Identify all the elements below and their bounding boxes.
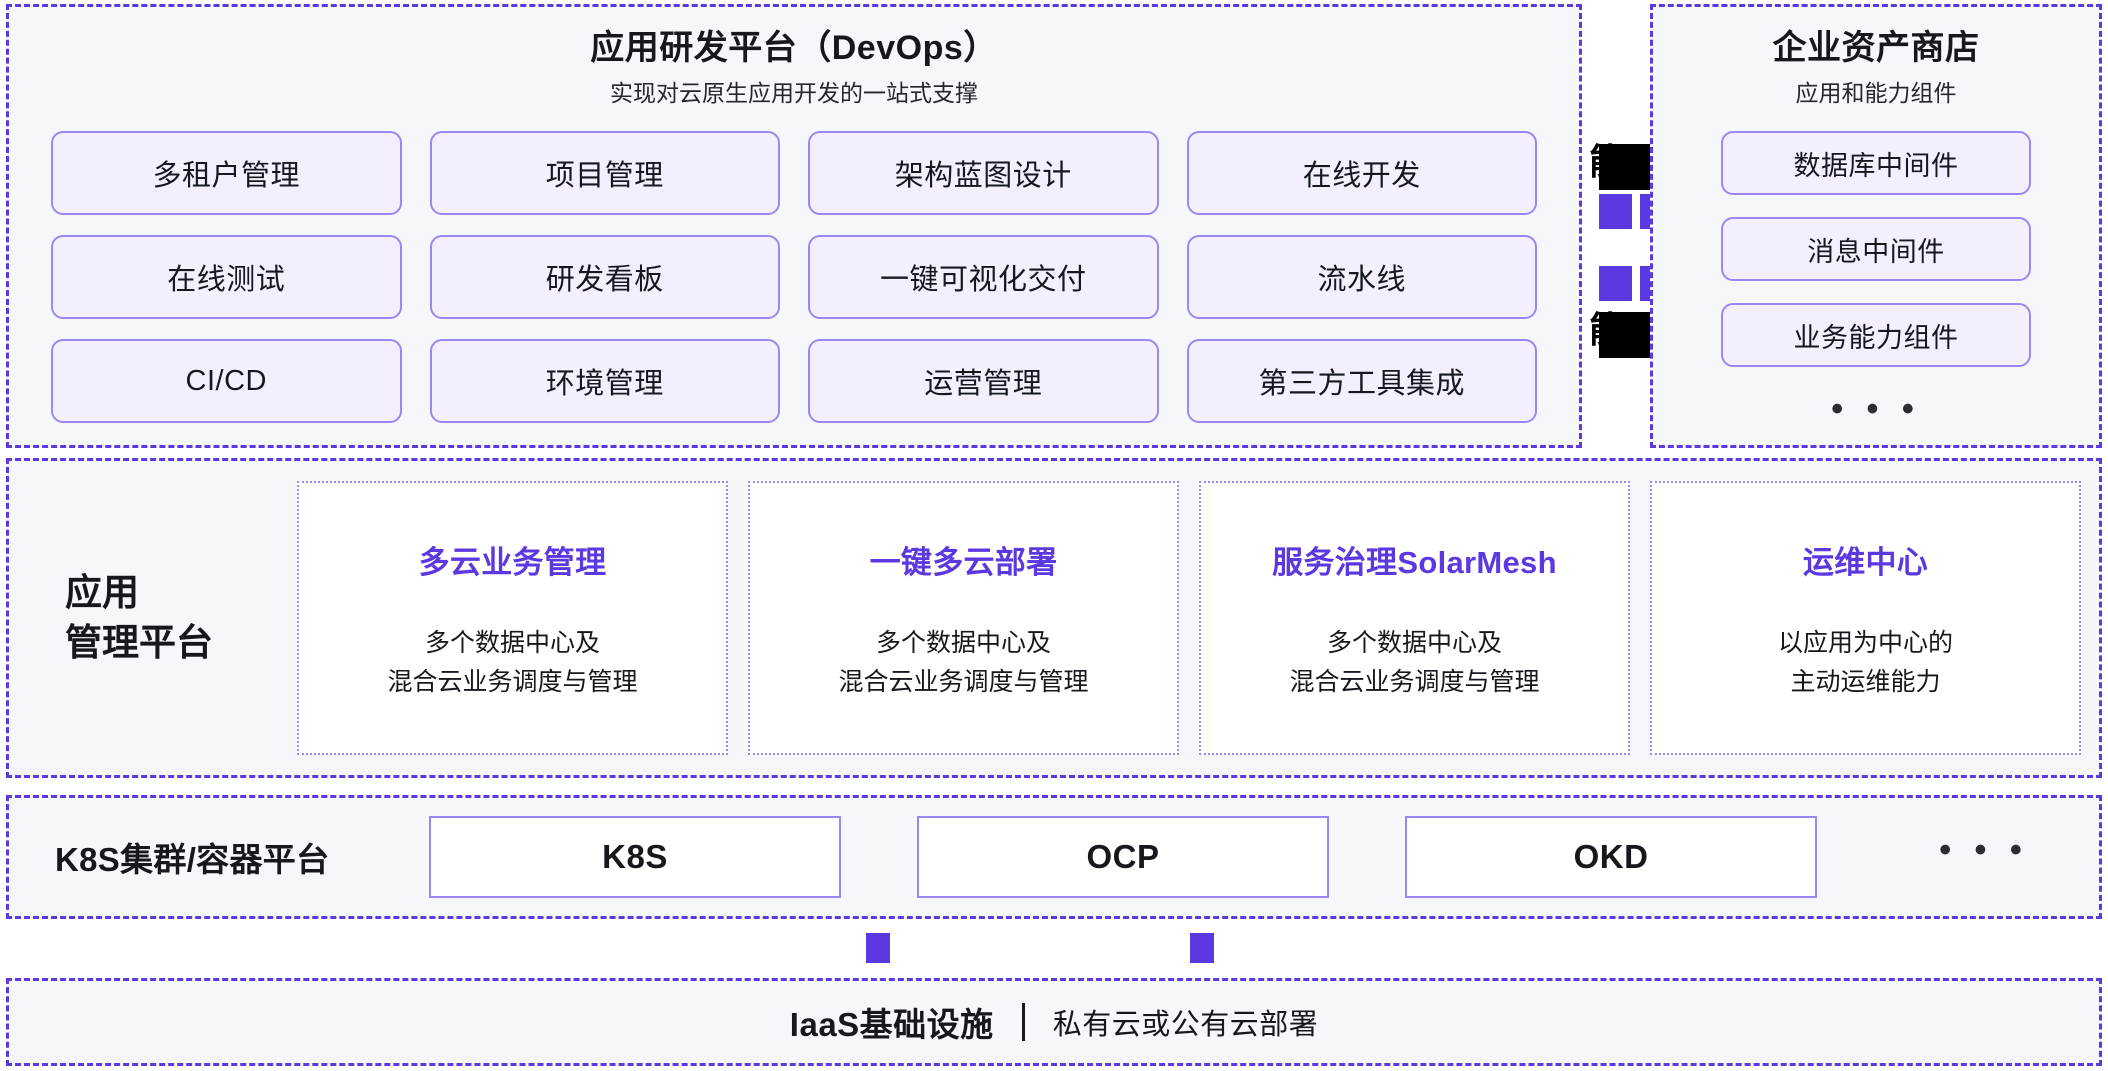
- mgmt-card-title: 一键多云部署: [869, 545, 1058, 580]
- mgmt-card-desc: 多个数据中心及 混合云业务调度与管理: [838, 629, 1089, 696]
- mgmt-card-title: 服务治理SolarMesh: [1272, 545, 1557, 580]
- connector-block-right: [1190, 933, 1214, 963]
- asset-store-title: 企业资产商店: [1772, 29, 1980, 67]
- mgmt-card-ops-center[interactable]: 运维中心 以应用为中心的 主动运维能力: [1650, 481, 2081, 755]
- devops-chip-pipeline[interactable]: 流水线: [1186, 235, 1537, 319]
- asset-chip-db-middleware[interactable]: 数据库中间件: [1721, 131, 2031, 195]
- k8s-chip-ocp[interactable]: OCP: [917, 816, 1329, 898]
- devops-chip-online-dev[interactable]: 在线开发: [1186, 131, 1537, 215]
- connector-block-left: [866, 933, 890, 963]
- mgmt-card-title: 多云业务管理: [418, 545, 607, 580]
- k8s-panel-label: K8S集群/容器平台: [55, 841, 330, 878]
- mgmt-card-desc: 多个数据中心及 混合云业务调度与管理: [1289, 629, 1540, 696]
- asset-chip-msg-middleware[interactable]: 消息中间件: [1721, 217, 2031, 281]
- asset-store-list: 数据库中间件 消息中间件 业务能力组件 • • •: [1721, 131, 2031, 428]
- purple-square: [1599, 266, 1632, 301]
- asset-store-subtitle: 应用和能力组件: [1795, 80, 1957, 107]
- k8s-chip-okd[interactable]: OKD: [1405, 816, 1817, 898]
- devops-chip-ops-mgmt[interactable]: 运营管理: [808, 339, 1159, 423]
- devops-chip-project-mgmt[interactable]: 项目管理: [429, 131, 780, 215]
- devops-chip-dev-board[interactable]: 研发看板: [429, 235, 780, 319]
- devops-chip-3rd-party-tools[interactable]: 第三方工具集成: [1186, 339, 1537, 423]
- mgmt-card-onekey-multicloud-deploy[interactable]: 一键多云部署 多个数据中心及 混合云业务调度与管理: [748, 481, 1179, 755]
- k8s-item-list: K8S OCP OKD • • •: [429, 816, 2075, 898]
- mgmt-card-service-mesh[interactable]: 服务治理SolarMesh 多个数据中心及 混合云业务调度与管理: [1199, 481, 1630, 755]
- devops-chip-cicd[interactable]: CI/CD: [51, 339, 402, 423]
- k8s-more-indicator: • • •: [1939, 830, 2029, 869]
- iaas-content: IaaS基础设施 私有云或公有云部署: [9, 981, 2099, 1063]
- app-management-cards: 多云业务管理 多个数据中心及 混合云业务调度与管理 一键多云部署 多个数据中心及…: [297, 481, 2081, 755]
- k8s-panel: K8S集群/容器平台 K8S OCP OKD • • •: [6, 795, 2102, 919]
- middle-redacted-column: 能 能: [1586, 4, 1755, 448]
- devops-chip-env-mgmt[interactable]: 环境管理: [429, 339, 780, 423]
- devops-chip-visual-delivery[interactable]: 一键可视化交付: [808, 235, 1159, 319]
- iaas-panel: IaaS基础设施 私有云或公有云部署: [6, 978, 2102, 1066]
- asset-chip-business-component[interactable]: 业务能力组件: [1721, 303, 2031, 367]
- mgmt-card-multicloud-business[interactable]: 多云业务管理 多个数据中心及 混合云业务调度与管理: [297, 481, 728, 755]
- iaas-title: IaaS基础设施: [789, 1006, 994, 1043]
- k8s-chip-k8s[interactable]: K8S: [429, 816, 841, 898]
- iaas-divider: [1021, 1003, 1025, 1041]
- mgmt-card-title: 运维中心: [1802, 545, 1929, 580]
- app-management-label: 应用 管理平台: [65, 572, 213, 663]
- devops-title: 应用研发平台（DevOps）: [590, 29, 998, 67]
- asset-store-more-indicator: • • •: [1831, 390, 1921, 428]
- asset-store-panel: 企业资产商店 应用和能力组件 数据库中间件 消息中间件 业务能力组件 • • •: [1650, 4, 2102, 448]
- mgmt-card-desc: 以应用为中心的 主动运维能力: [1777, 629, 1953, 696]
- purple-square: [1599, 194, 1632, 229]
- app-management-panel: 应用 管理平台 多云业务管理 多个数据中心及 混合云业务调度与管理 一键多云部署…: [6, 458, 2102, 778]
- devops-panel: 应用研发平台（DevOps） 实现对云原生应用开发的一站式支撑 多租户管理 项目…: [6, 4, 1582, 448]
- devops-subtitle: 实现对云原生应用开发的一站式支撑: [610, 80, 978, 107]
- mgmt-card-desc: 多个数据中心及 混合云业务调度与管理: [387, 629, 638, 696]
- devops-chip-online-test[interactable]: 在线测试: [51, 235, 402, 319]
- iaas-subtitle: 私有云或公有云部署: [1052, 1009, 1319, 1041]
- devops-capability-grid: 多租户管理 项目管理 架构蓝图设计 在线开发 在线测试 研发看板 一键可视化交付…: [51, 131, 1537, 423]
- devops-chip-arch-blueprint[interactable]: 架构蓝图设计: [808, 131, 1159, 215]
- devops-chip-multi-tenant[interactable]: 多租户管理: [51, 131, 402, 215]
